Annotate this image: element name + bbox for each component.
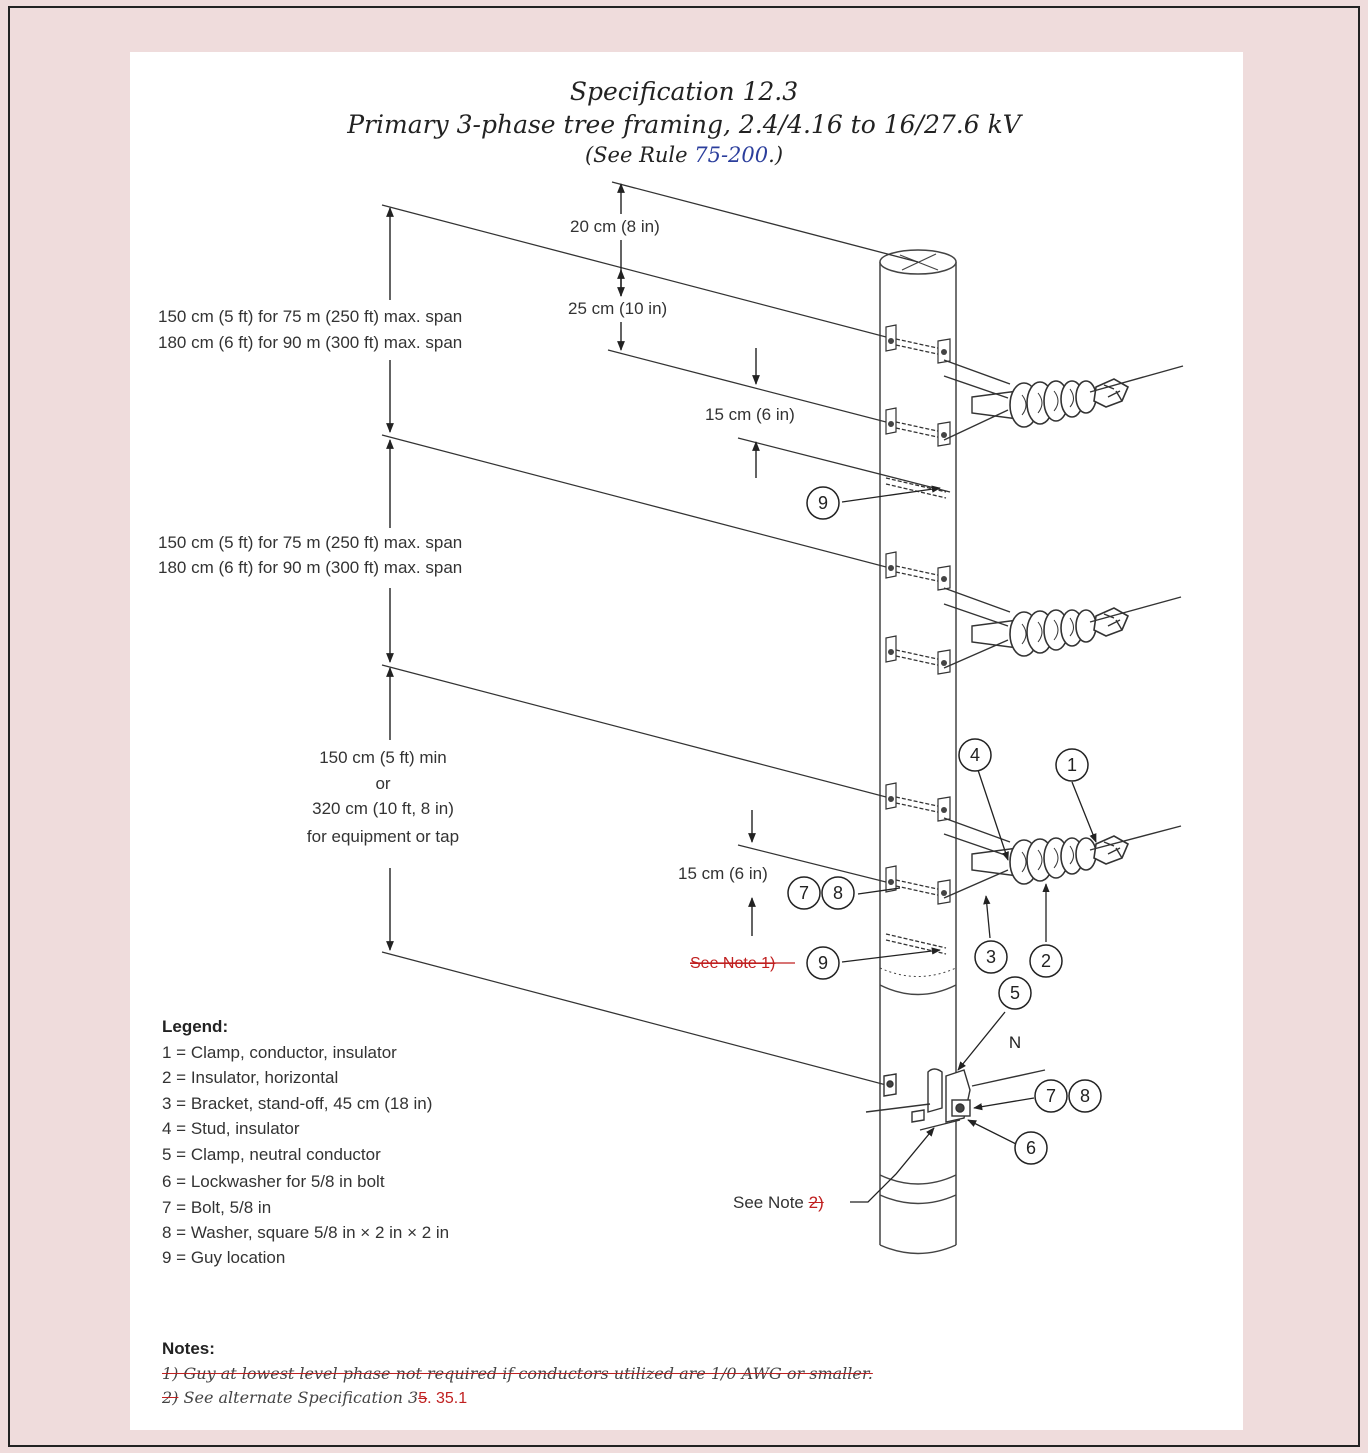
- see-note-2-prefix: See Note: [733, 1193, 809, 1212]
- callout-numbers: 9 9 7 8 4 1 3 2 5 7 8 6 N: [799, 493, 1090, 1158]
- dim-span3-line3: 320 cm (10 ft, 8 in): [312, 799, 454, 818]
- spec-number: Specification 12.3: [569, 77, 799, 106]
- callout-circles: [787, 486, 1102, 1165]
- phase-bolts: [885, 324, 951, 905]
- dim-span2-line1: 150 cm (5 ft) for 75 m (250 ft) max. spa…: [158, 533, 463, 552]
- callout-5: 5: [1010, 983, 1020, 1003]
- callout-7-upper: 7: [799, 883, 809, 903]
- spec-title: Primary 3-phase tree framing, 2.4/4.16 t…: [347, 110, 1021, 139]
- neutral-label: N: [1009, 1033, 1021, 1052]
- see-note-2-number: 2): [808, 1193, 824, 1212]
- dim-span1-line2: 180 cm (6 ft) for 90 m (300 ft) max. spa…: [158, 333, 463, 352]
- pole: [879, 249, 957, 1255]
- callout-8-lower: 8: [1080, 1086, 1090, 1106]
- stand-off-brackets: [943, 359, 1011, 899]
- legend-item: 6 = Lockwasher for 5/8 in bolt: [162, 1172, 385, 1191]
- outer-frame: [8, 6, 1360, 1447]
- note-2-text: See alternate Specification 3: [178, 1388, 419, 1407]
- rule-link[interactable]: 75-200: [694, 143, 769, 167]
- see-note-2: See Note 2): [733, 1194, 824, 1211]
- neutral-assembly: [865, 1068, 1046, 1131]
- legend-item: 9 = Guy location: [162, 1248, 286, 1267]
- see-note-1: See Note 1): [690, 955, 776, 972]
- callout-3: 3: [986, 947, 996, 967]
- dim-span2-line2: 180 cm (6 ft) for 90 m (300 ft) max. spa…: [158, 558, 463, 577]
- dimension-arrows: [386, 183, 760, 951]
- insulator-bottom: [971, 835, 1129, 885]
- dim-top-gap: 20 cm (8 in): [570, 217, 660, 236]
- document-sheet: [130, 52, 1243, 1430]
- callout-7-lower: 7: [1046, 1086, 1056, 1106]
- dim-span3-line1: 150 cm (5 ft) min: [319, 748, 447, 767]
- note-2-struck: 5: [418, 1390, 428, 1407]
- notes-title: Notes:: [162, 1339, 215, 1358]
- dim-guy-gap-upper: 15 cm (6 in): [705, 405, 795, 424]
- legend-item: 1 = Clamp, conductor, insulator: [162, 1043, 397, 1062]
- legend-item: 7 = Bolt, 5/8 in: [162, 1198, 272, 1217]
- callout-6: 6: [1026, 1138, 1036, 1158]
- legend-item: 5 = Clamp, neutral conductor: [162, 1145, 381, 1164]
- legend-item: 3 = Bracket, stand-off, 45 cm (18 in): [162, 1094, 433, 1113]
- note-2-revision: . 35.1: [427, 1390, 468, 1407]
- callout-8-upper: 8: [833, 883, 843, 903]
- callout-9-upper: 9: [818, 493, 828, 513]
- callout-9-lower: 9: [818, 953, 828, 973]
- dim-span1-line1: 150 cm (5 ft) for 75 m (250 ft) max. spa…: [158, 307, 463, 326]
- legend-item: 2 = Insulator, horizontal: [162, 1068, 339, 1087]
- insulator-top: [971, 378, 1129, 428]
- dim-guy-gap-lower: 15 cm (6 in): [678, 864, 768, 883]
- note-2: 2) See alternate Specification 35. 35.1: [162, 1388, 467, 1408]
- rule-prefix: (See Rule: [584, 143, 695, 167]
- dim-span3-line2: or: [375, 774, 391, 793]
- note-1: 1) Guy at lowest level phase not require…: [162, 1364, 873, 1383]
- legend-item: 8 = Washer, square 5/8 in × 2 in × 2 in: [162, 1223, 450, 1242]
- callout-2: 2: [1041, 951, 1051, 971]
- rule-reference: (See Rule 75-200.): [0, 143, 1368, 167]
- note-2-number: 2): [162, 1388, 179, 1407]
- rule-suffix: .): [768, 143, 784, 167]
- callout-4: 4: [970, 745, 980, 765]
- legend-title: Legend:: [162, 1017, 229, 1036]
- insulator-middle: [971, 607, 1129, 657]
- legend-item: 4 = Stud, insulator: [162, 1119, 300, 1138]
- phase-conductors: [1089, 365, 1184, 851]
- extension-lines: [381, 181, 951, 1087]
- dim-second-gap: 25 cm (10 in): [568, 299, 668, 318]
- callout-leaders: [690, 485, 1097, 1203]
- callout-1: 1: [1067, 755, 1077, 775]
- dim-span3-line4: for equipment or tap: [306, 827, 460, 846]
